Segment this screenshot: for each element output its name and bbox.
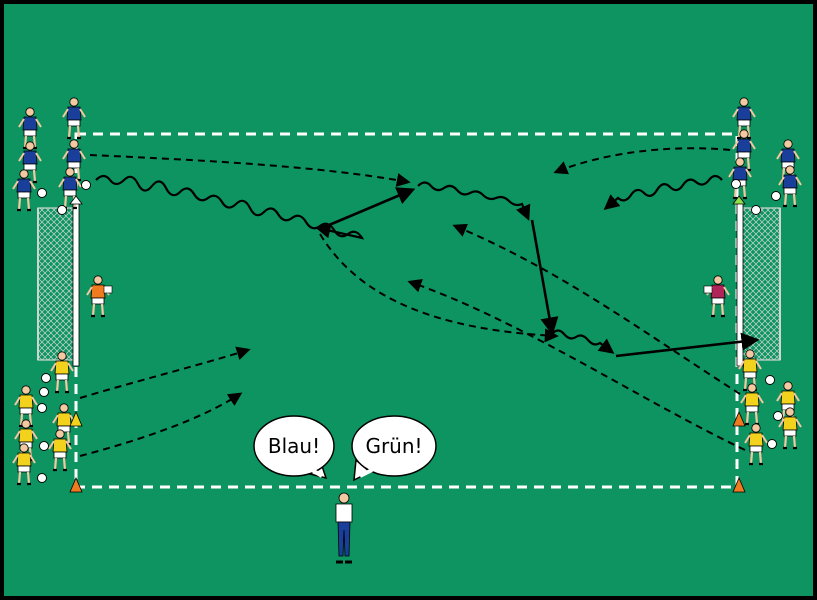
call-gruen: Grün! (365, 434, 422, 458)
cone-icon (69, 476, 83, 493)
speech-bubble-left: Blau! (253, 415, 335, 480)
left-goal (37, 201, 80, 367)
run-path-3 (615, 332, 760, 358)
balls (37, 179, 783, 483)
dribble-path-4 (603, 174, 723, 210)
pass-path-2 (319, 233, 559, 343)
dribble-path-2 (417, 181, 531, 221)
run-path-1 (321, 187, 416, 230)
cone-icon (732, 476, 746, 493)
dribble-path-3 (551, 329, 615, 354)
pass-path-3 (553, 147, 731, 175)
run-path-2 (530, 219, 559, 336)
marker-icon (732, 195, 746, 205)
coach (335, 492, 353, 564)
goalkeeper-left (85, 274, 113, 318)
marker-icon (69, 195, 83, 205)
dribble-path-1 (95, 174, 365, 240)
cone-icon (69, 410, 83, 427)
speech-bubble-right: Grün! (351, 415, 437, 482)
pass-path-6 (79, 346, 251, 399)
pass-path-5 (407, 279, 746, 451)
cone-icon (732, 410, 746, 427)
cones (69, 195, 746, 493)
call-blau: Blau! (268, 434, 320, 458)
goalkeeper-right (703, 274, 731, 318)
